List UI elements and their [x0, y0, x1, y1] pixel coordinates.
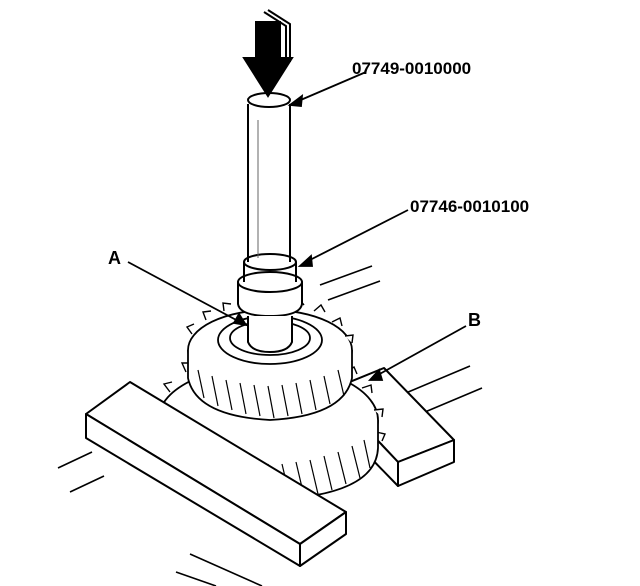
leader-tool-driver	[295, 71, 367, 103]
leader-part-a	[127, 261, 241, 323]
leader-lines	[127, 71, 467, 381]
press-tool	[237, 92, 303, 354]
tool-attachment-label: 07746-0010100	[410, 197, 530, 216]
down-arrow-icon	[242, 9, 294, 98]
part-a-label: A	[108, 248, 121, 268]
leader-tool-attachment	[305, 209, 409, 263]
leader-part-b	[375, 325, 467, 377]
support-block-left	[85, 381, 347, 567]
tool-driver-label: 07749-0010000	[352, 59, 472, 78]
part-b-label: B	[468, 310, 481, 330]
